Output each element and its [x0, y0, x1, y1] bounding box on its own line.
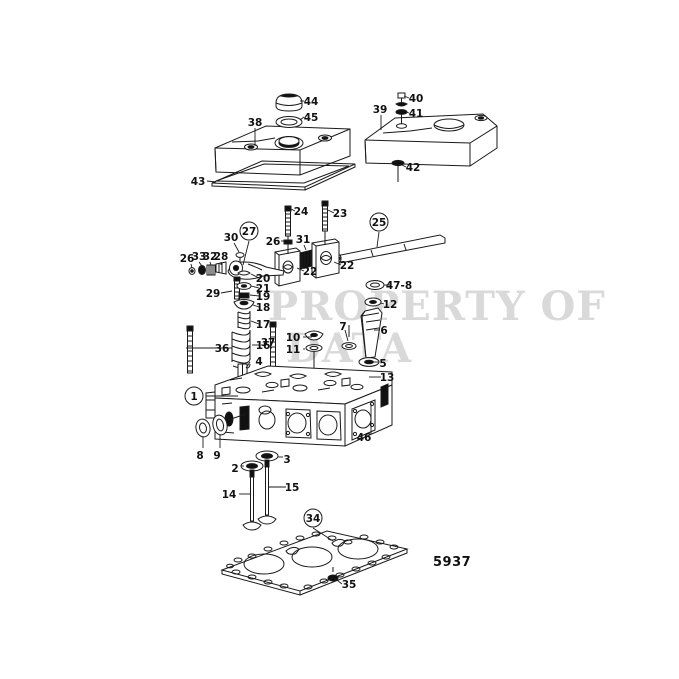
callout-c30-label: 29 [206, 288, 221, 300]
part-7-washer [341, 325, 357, 350]
callout-c3-label: 3 [283, 454, 290, 466]
callout-c26: 25 [369, 212, 389, 232]
callout-c35-label: 34 [306, 513, 321, 525]
callout-c47-label: 46 [357, 432, 372, 444]
callout-c2-label: 2 [231, 463, 238, 475]
callout-c22b-label: 22 [340, 260, 355, 272]
head-right-details [351, 383, 389, 441]
callout-c16-label: 16 [256, 340, 271, 352]
callout-c42-label: 41 [409, 108, 424, 120]
head-bolt-37 [186, 325, 194, 374]
rocker-screw-30 [233, 276, 241, 300]
callout-c10-label: 10 [286, 332, 301, 344]
callout-c20-label: 20 [256, 273, 271, 285]
callout-c28-label: 27 [242, 226, 257, 238]
watermark-line1: PROPERTY OF [268, 283, 606, 330]
callout-c4-label: 4 [255, 356, 262, 368]
part-34 [198, 265, 206, 275]
callout-c28: 27 [239, 221, 259, 241]
head-right-face [344, 384, 393, 447]
valve-14 [242, 469, 262, 531]
callout-labels: 1 25 27 34 2 3 4 5 6 7 8 9 10 11 12 13 1… [180, 93, 424, 591]
head-front-face [214, 397, 346, 447]
valve-cover-gasket-44 [211, 160, 356, 191]
cover-stud-41-42 [395, 92, 408, 129]
callout-c1-label: 1 [190, 391, 197, 403]
breather-boss [433, 118, 465, 132]
callout-c6-label: 6 [380, 325, 387, 337]
callout-c34-label: 33 [192, 251, 207, 263]
seal-9 [212, 413, 247, 436]
rocker-pedestal-left-22 [274, 247, 301, 287]
head-gasket-35 [220, 530, 409, 596]
callout-c15-label: 15 [285, 482, 300, 494]
leader-lines [186, 95, 410, 585]
callout-c24-label: 24 [294, 206, 309, 218]
part-19 [238, 292, 250, 299]
callout-c32-label: 31 [296, 234, 311, 246]
rocker-bolt-24 [284, 205, 292, 254]
callout-c39-label: 38 [248, 117, 263, 129]
callout-c19-label: 19 [256, 291, 271, 303]
rocker-adjuster-31 [235, 252, 245, 262]
dowel-36 [327, 567, 339, 582]
callout-c44-label: 43 [191, 176, 206, 188]
head-front-details [221, 402, 342, 441]
head-bolt-38 [269, 321, 277, 370]
callout-c17-label: 17 [256, 319, 271, 331]
callout-c12-label: 12 [383, 299, 398, 311]
part-20 [237, 270, 251, 276]
valve-seal-2 [240, 460, 264, 472]
seal-8 [195, 418, 211, 438]
callout-c18-label: 18 [256, 302, 271, 314]
rocker-pedestal-right-22 [311, 238, 340, 279]
oil-filler-cap-45 [275, 93, 303, 112]
callout-c26-label: 25 [372, 217, 387, 229]
callout-c37-label: 36 [215, 343, 230, 355]
cylinder-head-body [205, 365, 393, 447]
callout-c43-label: 42 [406, 162, 421, 174]
valve-15 [257, 459, 277, 525]
valve-cover-left-assembly [214, 125, 351, 176]
callout-c27-label: 26 [180, 253, 195, 265]
injector-assembly [358, 280, 385, 380]
callout-c13-label: 13 [380, 372, 395, 384]
callout-c45-label: 44 [304, 96, 319, 108]
callout-c33-label: 32 [203, 251, 218, 263]
part-10-11-stack [304, 330, 324, 374]
callout-c8-label: 8 [196, 450, 203, 462]
callout-c41-label: 40 [409, 93, 424, 105]
callout-c31-label: 30 [224, 232, 239, 244]
callout-c25-label: 26 [266, 236, 281, 248]
rocker-bolt-23 [321, 200, 329, 245]
callout-c35: 34 [303, 508, 323, 528]
rocker-nut-25 [283, 239, 293, 245]
callout-c38-label: 37 [261, 337, 276, 349]
callout-c23-label: 23 [333, 208, 348, 220]
diagram-reference-number: 5937 [433, 555, 471, 570]
callout-c9-label: 9 [213, 450, 220, 462]
callout-c40-label: 39 [373, 104, 388, 116]
filler-cap-gasket-46 [275, 116, 303, 128]
callout-c36-label: 35 [342, 579, 357, 591]
callout-c1: 1 [184, 386, 204, 406]
callout-c11-label: 11 [286, 344, 301, 356]
callout-c29-label: 28 [214, 251, 229, 263]
callout-c48-label: 47-8 [386, 280, 412, 292]
callout-c22a-label: 22 [303, 266, 318, 278]
callout-c7-label: 7 [339, 321, 346, 333]
rocker-shaft-spring-32 [299, 249, 313, 270]
valve-seal-3 [255, 450, 279, 462]
inner-valve-spring-17 [237, 310, 251, 330]
callout-c5-label: 5 [379, 358, 386, 370]
callout-c14-label: 14 [222, 489, 237, 501]
callout-c21-label: 21 [256, 283, 271, 295]
small-parts-row-27-34-33-29 [188, 261, 227, 276]
callout-c46-label: 45 [304, 112, 319, 124]
head-top-details [221, 371, 364, 396]
